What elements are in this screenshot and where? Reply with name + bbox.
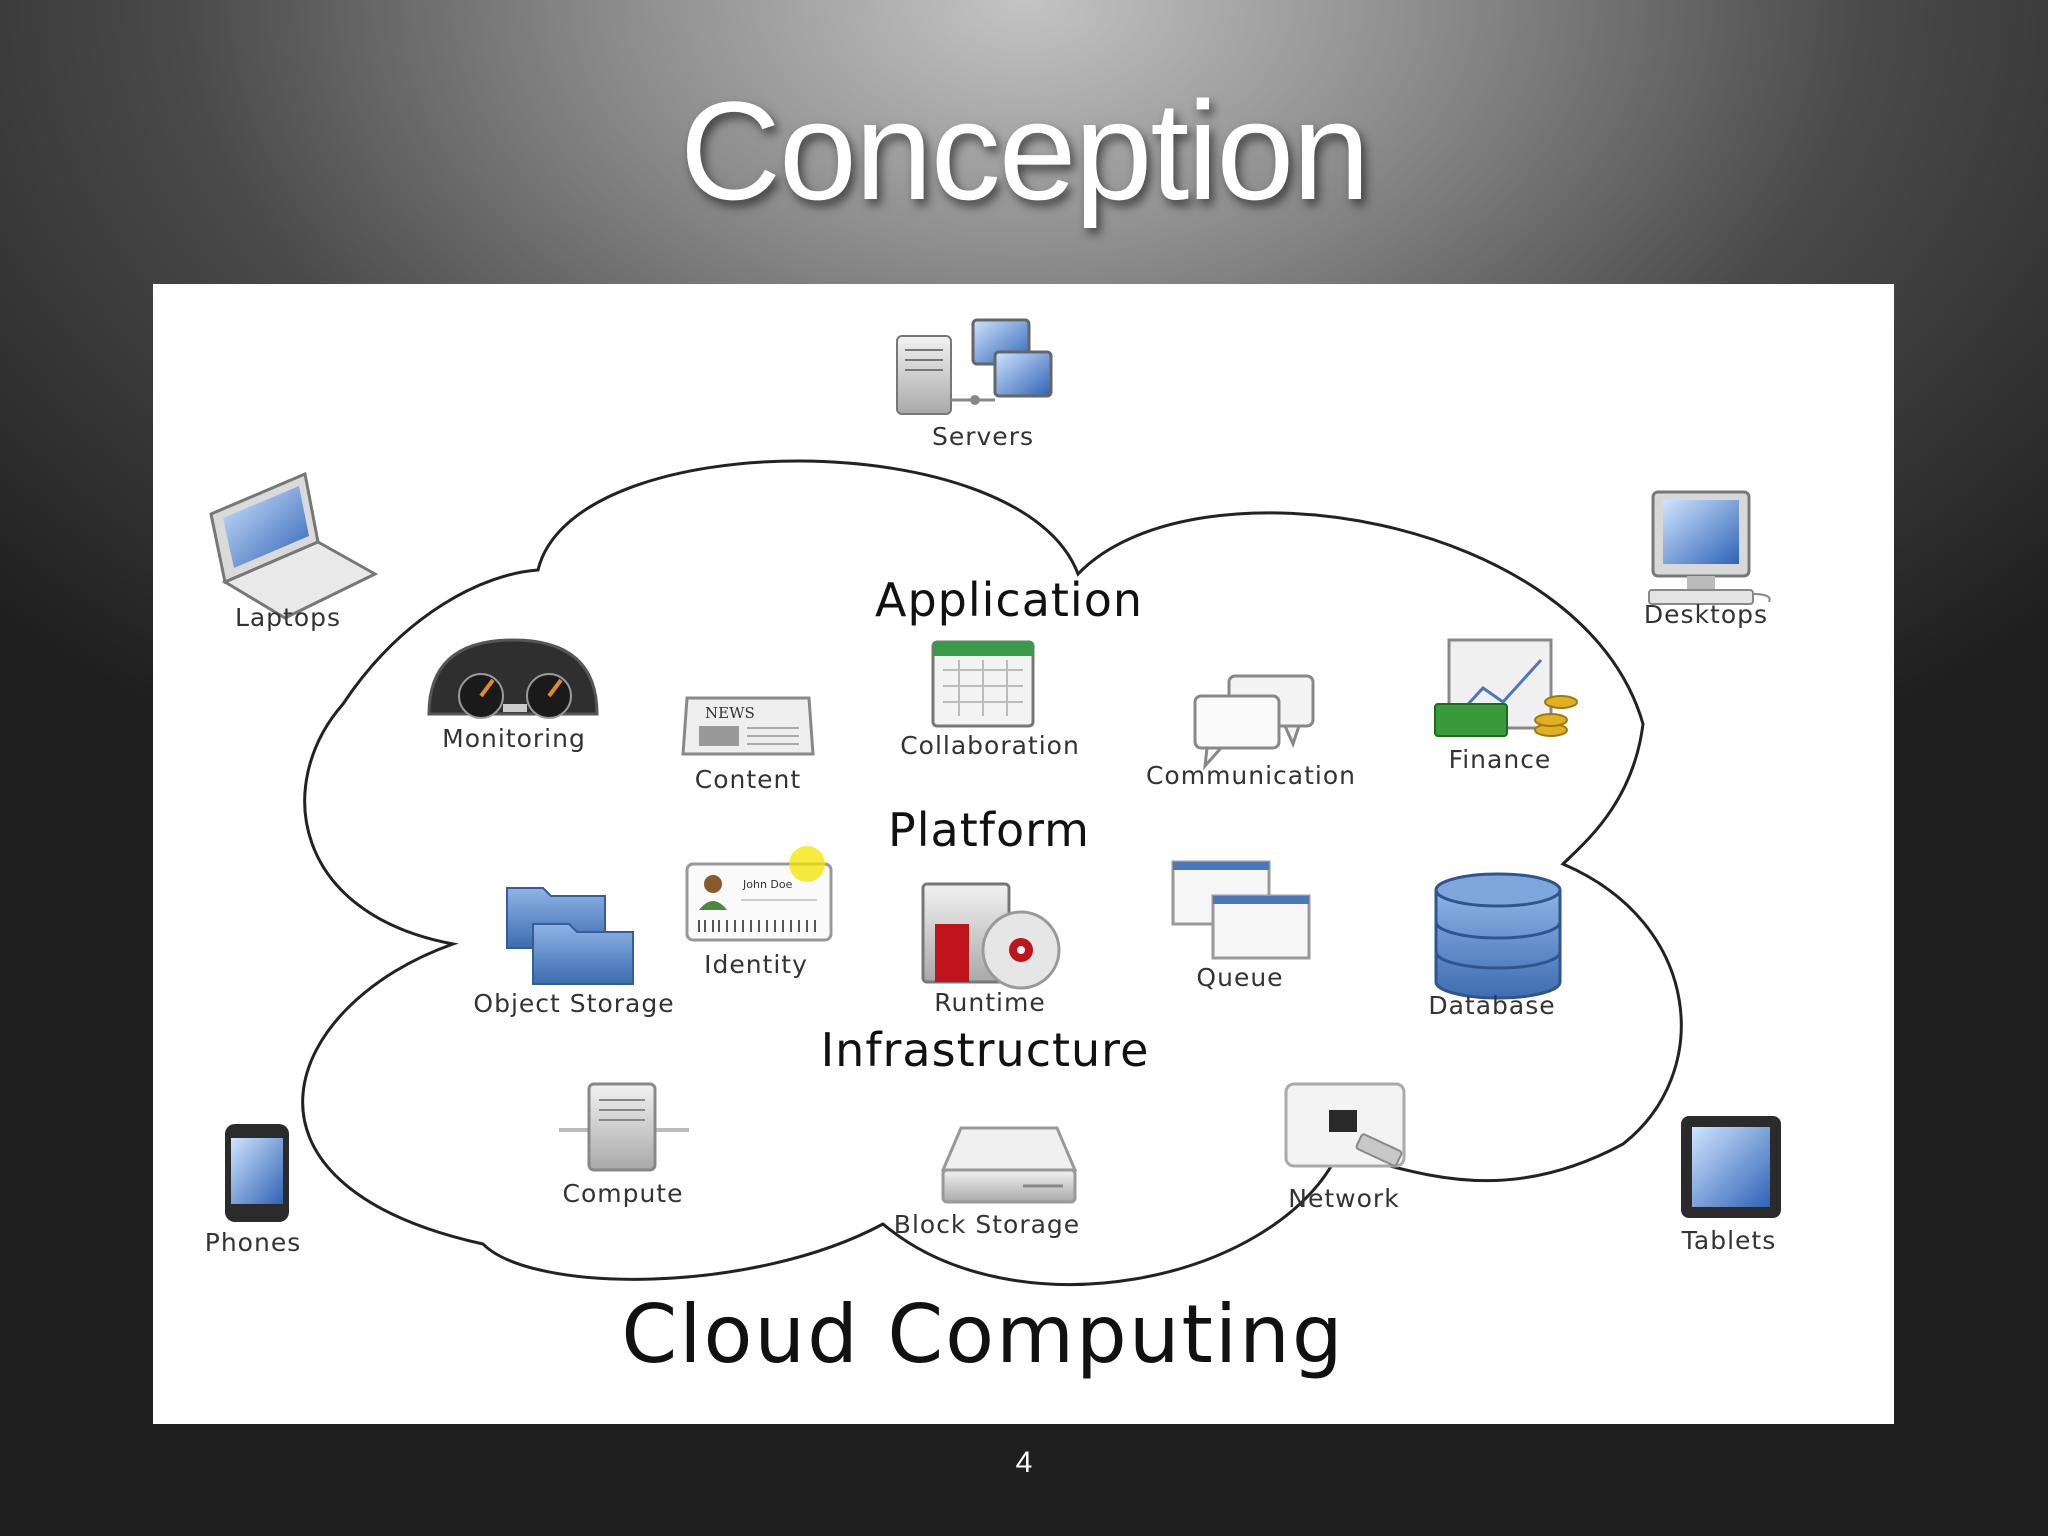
content-label: Content — [695, 765, 801, 794]
chat-bubbles-icon — [1193, 674, 1315, 771]
compute-label: Compute — [562, 1179, 683, 1208]
servers-label: Servers — [932, 422, 1034, 451]
hard-drive-icon — [940, 1126, 1078, 1204]
object-storage-label: Object Storage — [473, 989, 674, 1018]
collaboration-label: Collaboration — [900, 731, 1080, 760]
laptops-label: Laptops — [235, 603, 341, 632]
block-storage-label: Block Storage — [894, 1210, 1080, 1239]
queue-windows-icon — [1171, 860, 1311, 960]
page-number: 4 — [1015, 1446, 1033, 1479]
calendar-icon — [931, 640, 1035, 728]
finance-icon — [1434, 638, 1578, 737]
network-label: Network — [1288, 1184, 1399, 1213]
tablet-icon — [1681, 1116, 1781, 1218]
dashboard-icon — [427, 638, 599, 719]
database-icon — [1434, 872, 1562, 1000]
runtime-label: Runtime — [934, 988, 1045, 1017]
monitoring-label: Monitoring — [442, 724, 586, 753]
runtime-disc-icon — [921, 882, 1061, 990]
phone-icon — [225, 1124, 289, 1222]
layer-platform: Platform — [888, 803, 1090, 857]
folder-icon — [506, 887, 634, 985]
communication-label: Communication — [1146, 761, 1356, 790]
database-label: Database — [1428, 991, 1555, 1020]
newspaper-icon: NEWS — [681, 696, 815, 756]
identity-label: Identity — [704, 950, 808, 979]
server-tower-icon — [559, 1082, 689, 1172]
id-card-icon: John Doe — [685, 846, 833, 942]
finance-label: Finance — [1449, 745, 1552, 774]
desktop-icon — [1648, 490, 1771, 605]
layer-application: Application — [875, 573, 1143, 627]
network-port-icon — [1284, 1082, 1406, 1168]
laptop-icon — [209, 471, 379, 620]
cloud-computing-diagram: Servers Laptops Desktops Phones Tablets … — [153, 284, 1894, 1424]
tablets-label: Tablets — [1681, 1226, 1776, 1255]
slide-title: Conception — [679, 72, 1370, 229]
desktops-label: Desktops — [1644, 600, 1768, 629]
phones-label: Phones — [205, 1228, 301, 1257]
servers-icon — [896, 318, 1053, 415]
layer-infrastructure: Infrastructure — [821, 1023, 1150, 1077]
id-card-name: John Doe — [742, 878, 793, 891]
queue-label: Queue — [1196, 963, 1283, 992]
diagram-caption: Cloud Computing — [621, 1288, 1344, 1381]
newspaper-icon-text: NEWS — [705, 704, 755, 722]
